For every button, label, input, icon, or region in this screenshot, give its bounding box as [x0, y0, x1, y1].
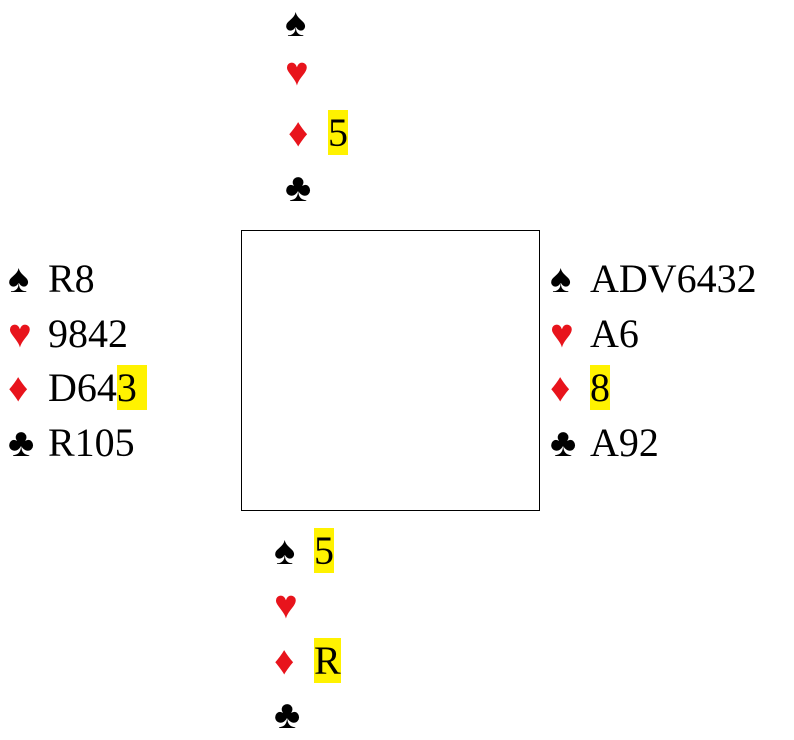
west-hearts-cards: 9842 — [48, 311, 128, 356]
club-icon: ♣ — [550, 420, 577, 465]
spade-icon: ♠ — [274, 528, 296, 573]
west-diamonds-row: ♦ D643 — [8, 363, 147, 413]
club-icon: ♣ — [8, 420, 35, 465]
west-clubs-row: ♣ R105 — [8, 418, 135, 468]
club-icon: ♣ — [274, 692, 301, 737]
west-spades-row: ♠ R8 — [8, 254, 95, 304]
diamond-icon: ♦ — [550, 365, 571, 410]
east-spades-row: ♠ ADV6432 — [550, 254, 757, 304]
south-clubs-row: ♣ — [274, 690, 314, 740]
east-clubs-cards: A92 — [590, 420, 659, 465]
diamond-icon: ♦ — [288, 110, 309, 155]
heart-icon: ♥ — [550, 311, 574, 356]
east-diamonds-row: ♦8 — [550, 363, 610, 413]
east-hearts-row: ♥ A6 — [550, 309, 639, 359]
west-diamonds-cards: D64 — [48, 365, 117, 410]
east-diamonds-played-card: 8 — [590, 365, 610, 410]
north-hearts-row: ♥ — [285, 47, 325, 97]
north-diamonds-row: ♦5 — [288, 108, 348, 158]
west-spades-cards: R8 — [48, 256, 95, 301]
east-spades-cards: ADV6432 — [590, 256, 757, 301]
west-clubs-cards: R105 — [48, 420, 135, 465]
heart-icon: ♥ — [285, 49, 309, 94]
spade-icon: ♠ — [285, 0, 307, 45]
heart-icon: ♥ — [8, 311, 32, 356]
north-spades-row: ♠ — [285, 0, 325, 48]
spade-icon: ♠ — [8, 256, 30, 301]
spade-icon: ♠ — [550, 256, 572, 301]
east-clubs-row: ♣ A92 — [550, 418, 659, 468]
east-hearts-cards: A6 — [590, 311, 639, 356]
north-diamonds-played-card: 5 — [328, 110, 348, 155]
south-spades-played-card: 5 — [314, 528, 334, 573]
south-hearts-row: ♥ — [274, 580, 314, 630]
diamond-icon: ♦ — [274, 638, 295, 683]
south-diamonds-played-card: R — [314, 638, 341, 683]
diamond-icon: ♦ — [8, 365, 29, 410]
west-hearts-row: ♥ 9842 — [8, 309, 128, 359]
south-diamonds-row: ♦R — [274, 636, 341, 686]
south-spades-row: ♠5 — [274, 526, 334, 576]
table-center — [241, 230, 540, 511]
north-clubs-row: ♣ — [285, 163, 325, 213]
west-diamonds-played-card: 3 — [116, 365, 147, 410]
club-icon: ♣ — [285, 165, 312, 210]
heart-icon: ♥ — [274, 582, 298, 627]
